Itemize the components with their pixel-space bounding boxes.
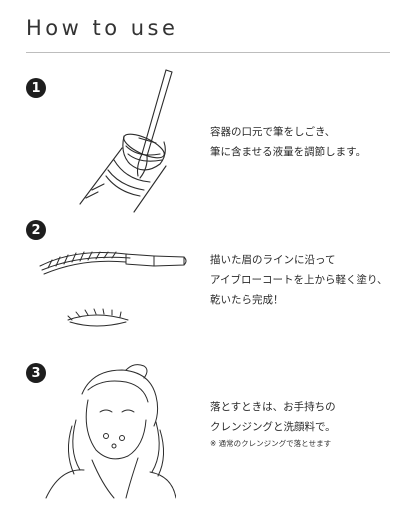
face-washing-icon xyxy=(26,360,176,500)
step-text-line: クレンジングと洗顔料で。 xyxy=(210,421,336,433)
title-divider xyxy=(26,52,390,53)
step-text-line: 筆に含ませる液量を調節します。 xyxy=(210,146,367,158)
step-3-text: 落とすときは、お手持ちの クレンジングと洗顔料で。 ※ 通常のクレンジングで落と… xyxy=(210,397,336,451)
brush-bottle-icon xyxy=(26,66,196,216)
step-number-badge: 3 xyxy=(26,363,46,383)
step-text-line: 容器の口元で筆をしごき、 xyxy=(210,126,336,138)
step-number-badge: 1 xyxy=(26,78,46,98)
step-text-line: 乾いたら完成！ xyxy=(210,294,284,306)
step-number-badge: 2 xyxy=(26,220,46,240)
step-1-text: 容器の口元で筆をしごき、 筆に含ませる液量を調節します。 xyxy=(210,122,366,162)
eyebrow-brush-icon xyxy=(26,240,196,340)
step-note: ※ 通常のクレンジングで落とせます xyxy=(210,439,332,448)
step-text-line: アイブローコートを上から軽く塗り、 xyxy=(210,274,388,286)
step-2-text: 描いた眉のラインに沿って アイブローコートを上から軽く塗り、 乾いたら完成！ xyxy=(210,250,388,310)
step-text-line: 描いた眉のラインに沿って xyxy=(210,254,336,266)
step-text-line: 落とすときは、お手持ちの xyxy=(210,401,336,413)
page-title: How to use xyxy=(26,16,179,40)
